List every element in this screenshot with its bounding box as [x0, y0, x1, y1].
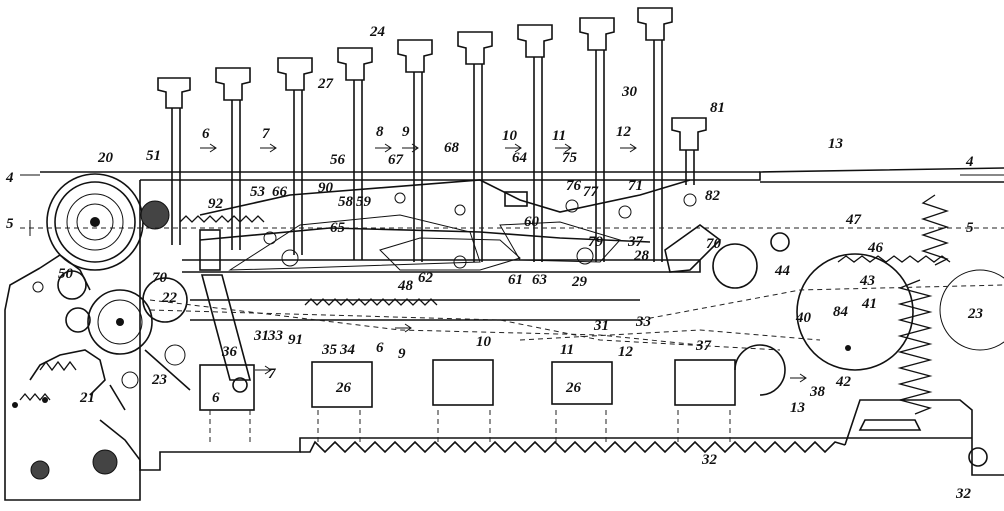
label-31-left: 31: [253, 328, 269, 344]
label-26-left: 26: [335, 380, 352, 396]
label-31-right: 31: [593, 318, 609, 334]
label-37-lower: 37: [695, 338, 712, 354]
label-29: 29: [571, 274, 588, 290]
label-75: 75: [562, 150, 578, 166]
label-81: 81: [710, 100, 725, 116]
label-67: 67: [388, 152, 404, 168]
label-91: 91: [288, 332, 303, 348]
label-7-top: 7: [262, 126, 270, 142]
label-10-top: 10: [502, 128, 518, 144]
label-64: 64: [512, 150, 528, 166]
label-84: 84: [833, 304, 849, 320]
label-11-top: 11: [552, 128, 566, 144]
label-71: 71: [628, 178, 643, 194]
label-70-left: 70: [152, 270, 168, 286]
label-63: 63: [532, 272, 548, 288]
left-side-plate: [4, 254, 141, 501]
label-56: 56: [330, 152, 346, 168]
label-28: 28: [633, 248, 650, 264]
label-38: 38: [809, 384, 826, 400]
label-40: 40: [795, 310, 812, 326]
label-37-upper: 37: [627, 234, 644, 250]
label-82: 82: [705, 188, 721, 204]
stop-blocks: [149, 229, 786, 445]
label-92: 92: [208, 196, 224, 212]
label-12-mid: 12: [618, 344, 634, 360]
label-62: 62: [418, 270, 434, 286]
section-lines: [20, 171, 1004, 236]
label-48: 48: [397, 278, 414, 294]
label-77: 77: [583, 184, 599, 200]
label-42: 42: [835, 374, 852, 390]
gear-train: [19, 270, 191, 411]
label-44: 44: [774, 263, 791, 279]
label-12-top: 12: [616, 124, 632, 140]
label-6-mid: 6: [376, 340, 384, 356]
label-22: 22: [161, 290, 178, 306]
right-disc: [519, 224, 1004, 467]
label-11-mid: 11: [560, 342, 574, 358]
label-41: 41: [861, 296, 877, 312]
label-33-left: 33: [267, 328, 284, 344]
label-27: 27: [317, 76, 334, 92]
label-43: 43: [859, 273, 876, 289]
label-23-left: 23: [151, 372, 168, 388]
label-32-mid: 32: [701, 452, 718, 468]
label-13-top: 13: [828, 136, 844, 152]
label-26-mid: 26: [565, 380, 582, 396]
label-53: 53: [250, 184, 266, 200]
label-20: 20: [97, 150, 114, 166]
label-36: 36: [221, 344, 238, 360]
label-46: 46: [867, 240, 884, 256]
label-47: 47: [845, 212, 862, 228]
label-5-left: 5: [6, 216, 14, 232]
label-35: 35: [321, 342, 338, 358]
label-23-right: 23: [967, 306, 984, 322]
label-66: 66: [272, 184, 288, 200]
label-70-right: 70: [706, 236, 722, 252]
upper-linkage: [182, 179, 701, 273]
label-76: 76: [566, 178, 582, 194]
label-6-top: 6: [202, 126, 210, 142]
label-68: 68: [444, 140, 460, 156]
label-58: 58: [338, 194, 354, 210]
label-24: 24: [369, 24, 386, 40]
label-90: 90: [318, 180, 334, 196]
label-13-bottom: 13: [790, 400, 806, 416]
label-4-right: 4: [965, 154, 974, 170]
label-8-top: 8: [376, 124, 384, 140]
springs: [179, 194, 951, 431]
label-5-right: 5: [966, 220, 974, 236]
label-34: 34: [339, 342, 356, 358]
label-32-right: 32: [955, 486, 972, 502]
label-9-top: 9: [402, 124, 410, 140]
label-60: 60: [524, 214, 540, 230]
label-7-mid: 7: [268, 366, 276, 382]
label-10-mid: 10: [476, 334, 492, 350]
label-30: 30: [621, 84, 638, 100]
spring-drum: [46, 173, 170, 271]
label-59: 59: [356, 194, 372, 210]
label-4-left: 4: [5, 170, 14, 186]
section-arrows: [200, 143, 807, 383]
label-79: 79: [588, 234, 604, 250]
label-6-bottom: 6: [212, 390, 220, 406]
frame-plate: [139, 167, 1004, 476]
label-9-mid: 9: [398, 346, 406, 362]
label-21: 21: [79, 390, 95, 406]
label-50: 50: [58, 266, 74, 282]
label-33-right: 33: [635, 314, 652, 330]
label-51: 51: [146, 148, 161, 164]
reference-labels: 24 27 30 81 20 51 6 7 8 9 10 11 12 56 67…: [5, 24, 984, 502]
label-65: 65: [330, 220, 346, 236]
label-61: 61: [508, 272, 523, 288]
